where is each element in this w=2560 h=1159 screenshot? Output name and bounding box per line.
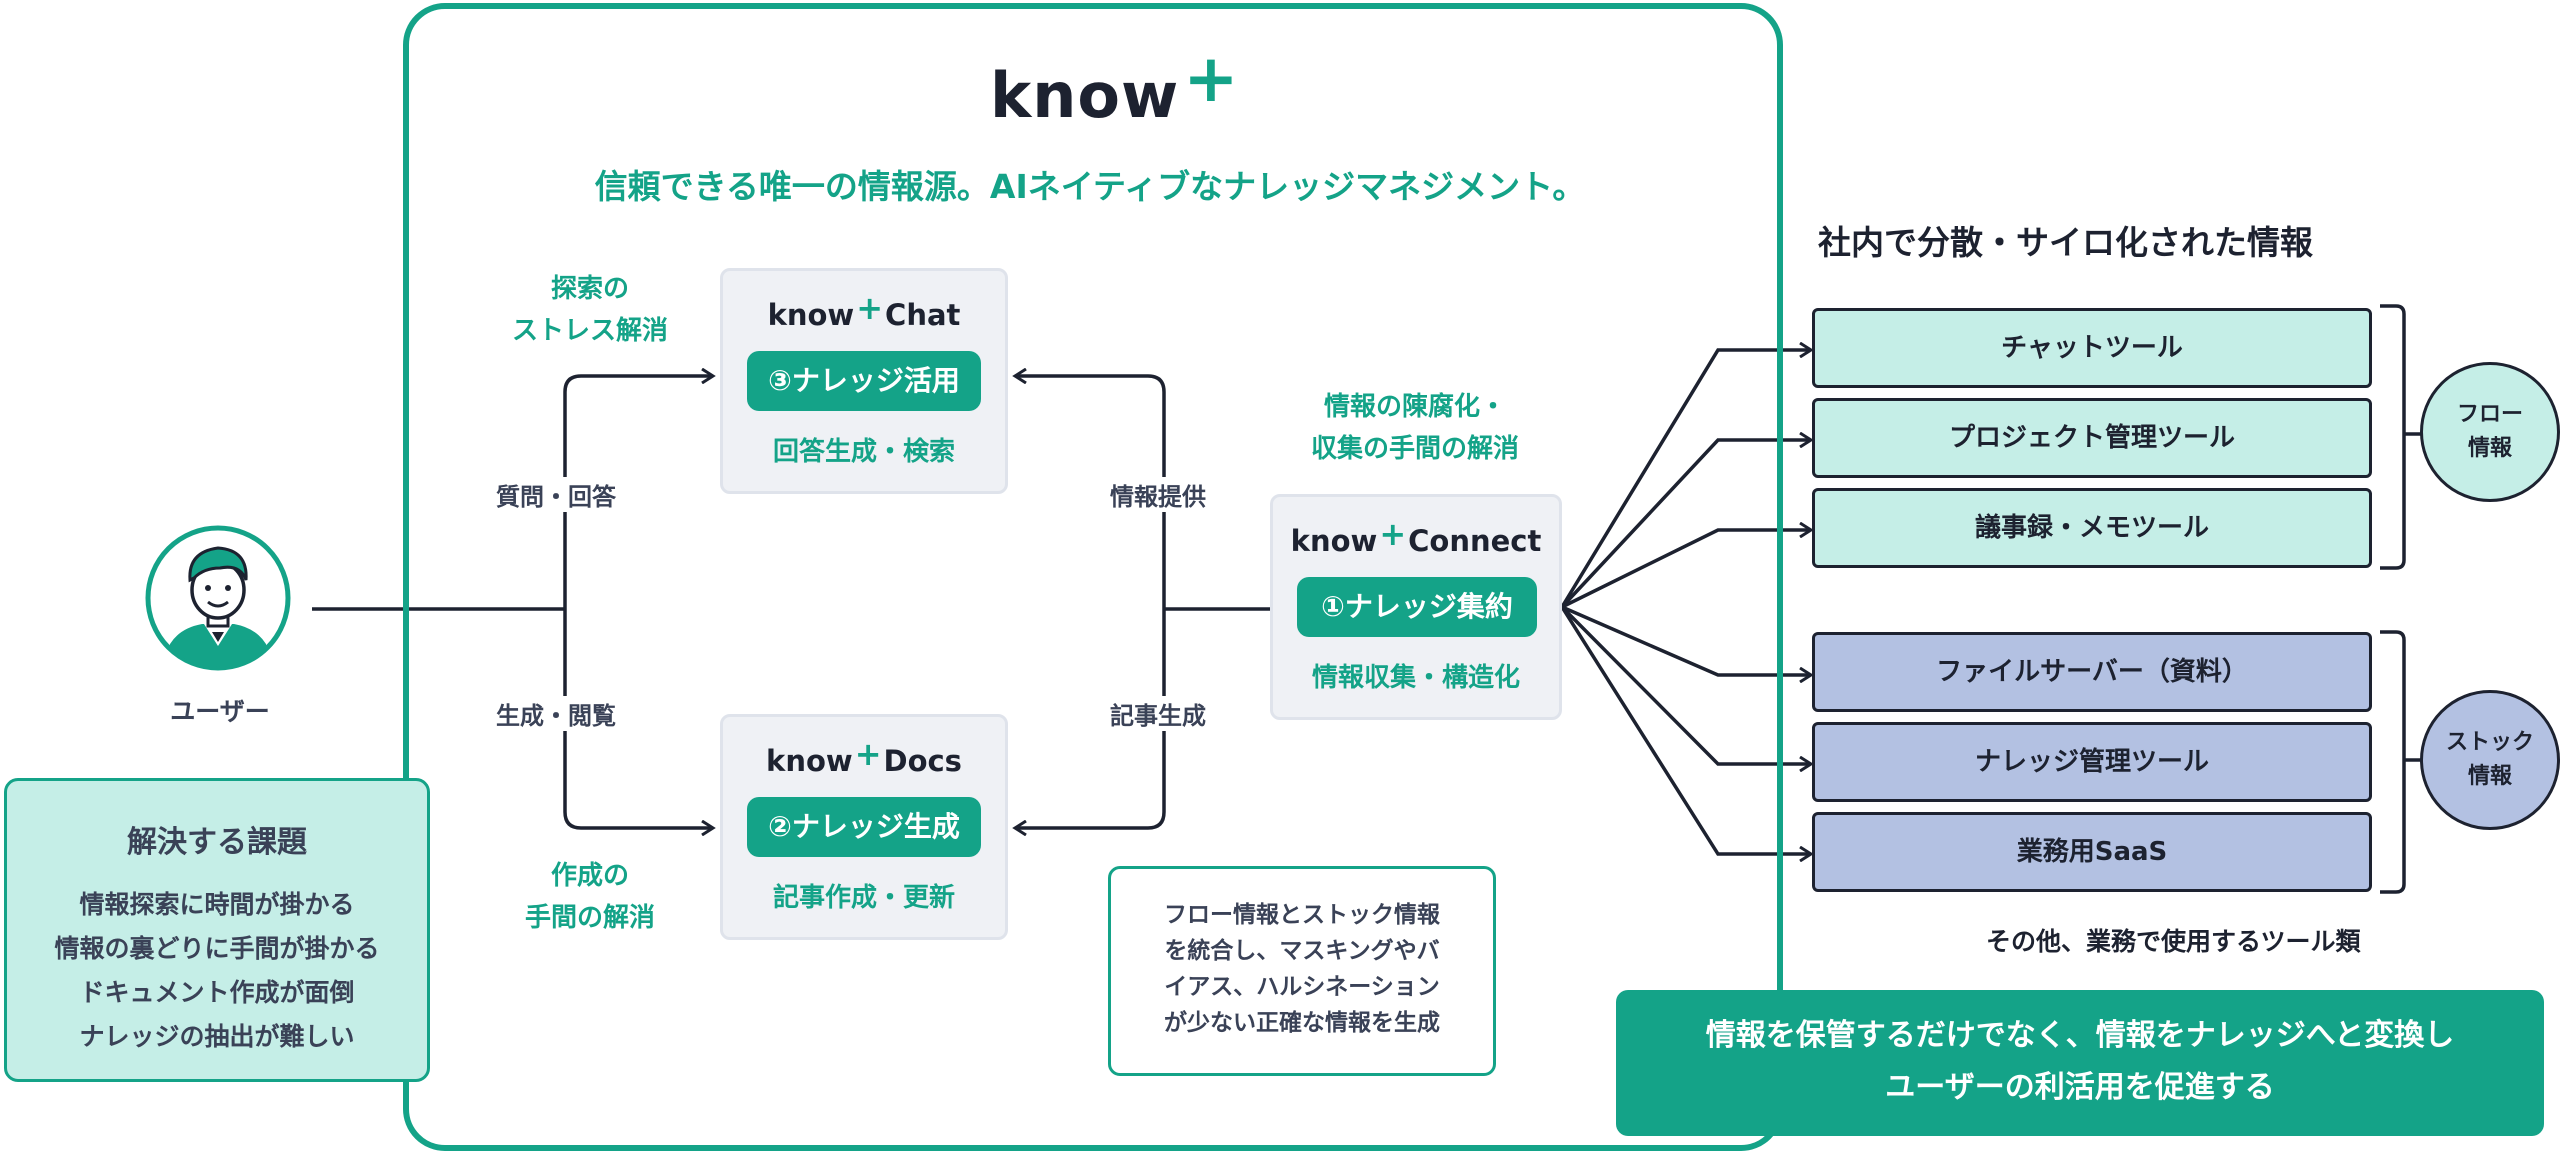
know-plus-platform-frame (403, 3, 1783, 1151)
chat-subtitle: 回答生成・検索 (772, 437, 955, 467)
value-banner: 情報を保管するだけでなく、情報をナレッジへと変換し ユーザーの利活用を促進する (1616, 990, 2544, 1136)
article-generate-label: 記事生成 (1110, 696, 1206, 731)
problem-item: ドキュメント作成が面倒 (79, 978, 355, 1007)
logo-plus: + (1183, 40, 1240, 117)
badge-line: 情報 (2467, 436, 2512, 461)
logo-wordmark: know (767, 298, 855, 332)
problems-list: 情報探索に時間が掛かる 情報の裏どりに手間が掛かる ドキュメント作成が面倒 ナレ… (7, 883, 427, 1059)
problem-item: ナレッジの抽出が難しい (79, 1022, 355, 1051)
annotation-line: 手間の解消 (524, 903, 655, 933)
note-text: フロー情報とストック情報 を統合し、マスキングやバ イアス、ハルシネーション が… (1111, 897, 1493, 1041)
problems-box: 解決する課題 情報探索に時間が掛かる 情報の裏どりに手間が掛かる ドキュメント作… (4, 778, 430, 1082)
product-name: Docs (883, 744, 962, 778)
problem-item: 情報の裏どりに手間が掛かる (54, 934, 380, 963)
tool-business-saas: 業務用SaaS (1812, 812, 2372, 892)
arrow-from-connect-to-docs (1016, 609, 1166, 828)
badge-line: ストック (2445, 730, 2534, 755)
flow-bracket (2380, 304, 2406, 570)
logo-wordmark: know (990, 59, 1180, 132)
banner-line: ユーザーの利活用を促進する (1885, 1070, 2275, 1105)
generate-view-label: 生成・閲覧 (496, 696, 616, 731)
tool-minutes-memo: 議事録・メモツール (1812, 488, 2372, 568)
annotation-line: ストレス解消 (511, 316, 668, 346)
person-avatar-icon (144, 524, 292, 672)
logo-plus: + (856, 289, 884, 327)
problem-item: 情報探索に時間が掛かる (79, 890, 355, 919)
tool-knowledge-management: ナレッジ管理ツール (1812, 722, 2372, 802)
product-name: Connect (1408, 524, 1542, 558)
docs-subtitle: 記事作成・更新 (772, 883, 955, 913)
logo-wordmark: know (766, 744, 853, 778)
chat-logo: know+Chat (723, 289, 1005, 333)
problems-title: 解決する課題 (127, 825, 307, 860)
obsolete-info-annotation: 情報の陳腐化・ 収集の手間の解消 (1270, 386, 1560, 470)
connect-subtitle: 情報収集・構造化 (1311, 663, 1520, 693)
tool-chat: チャットツール (1812, 308, 2372, 388)
note-line: フロー情報とストック情報 (1164, 902, 1440, 928)
badge-line: フロー (2456, 402, 2523, 427)
stock-bracket (2380, 630, 2406, 894)
arrow-to-chat (563, 376, 712, 609)
tool-project-management: プロジェクト管理ツール (1812, 398, 2372, 478)
tool-file-server: ファイルサーバー（資料） (1812, 632, 2372, 712)
flow-info-badge: フロー 情報 (2420, 362, 2560, 502)
chat-product-card: know+Chat ③ナレッジ活用 回答生成・検索 (720, 268, 1008, 494)
docs-step-pill: ②ナレッジ生成 (747, 797, 981, 857)
annotation-line: 作成の (550, 861, 629, 891)
note-line: が少ない正確な情報を生成 (1164, 1010, 1440, 1036)
banner-line: 情報を保管するだけでなく、情報をナレッジへと変換し (1705, 1018, 2455, 1053)
user-label: ユーザー (170, 697, 270, 726)
chat-step-pill: ③ナレッジ活用 (747, 351, 981, 411)
qa-label: 質問・回答 (496, 477, 616, 512)
integration-note-box: フロー情報とストック情報 を統合し、マスキングやバ イアス、ハルシネーション が… (1108, 866, 1496, 1076)
info-provide-label: 情報提供 (1110, 477, 1206, 512)
connect-product-card: know+Connect ①ナレッジ集約 情報収集・構造化 (1270, 494, 1562, 720)
connect-logo: know+Connect (1273, 515, 1559, 559)
search-stress-annotation: 探索の ストレス解消 (470, 268, 710, 352)
siloed-info-heading: 社内で分散・サイロ化された情報 (1818, 223, 2313, 262)
product-name: Chat (885, 298, 961, 332)
main-logo: know+ (990, 40, 1240, 133)
creation-effort-annotation: 作成の 手間の解消 (470, 855, 710, 939)
stock-info-badge: ストック 情報 (2420, 690, 2560, 830)
note-line: イアス、ハルシネーション (1164, 974, 1440, 1000)
annotation-line: 収集の手間の解消 (1310, 434, 1519, 464)
annotation-line: 探索の (550, 274, 629, 304)
arrow-to-docs (563, 609, 712, 828)
logo-plus: + (1379, 515, 1407, 553)
annotation-line: 情報の陳腐化・ (1323, 392, 1506, 422)
arrow-from-connect-to-chat (1016, 376, 1166, 609)
connect-step-pill: ①ナレッジ集約 (1297, 577, 1537, 637)
logo-wordmark: know (1290, 524, 1378, 558)
note-line: を統合し、マスキングやバ (1164, 938, 1440, 964)
badge-line: 情報 (2467, 764, 2512, 789)
other-tools-caption: その他、業務で使用するツール類 (1986, 927, 2361, 956)
tagline: 信頼できる唯一の情報源。AIネイティブなナレッジマネジメント。 (594, 167, 1586, 206)
logo-plus: + (854, 735, 882, 773)
docs-product-card: know+Docs ②ナレッジ生成 記事作成・更新 (720, 714, 1008, 940)
docs-logo: know+Docs (723, 735, 1005, 779)
